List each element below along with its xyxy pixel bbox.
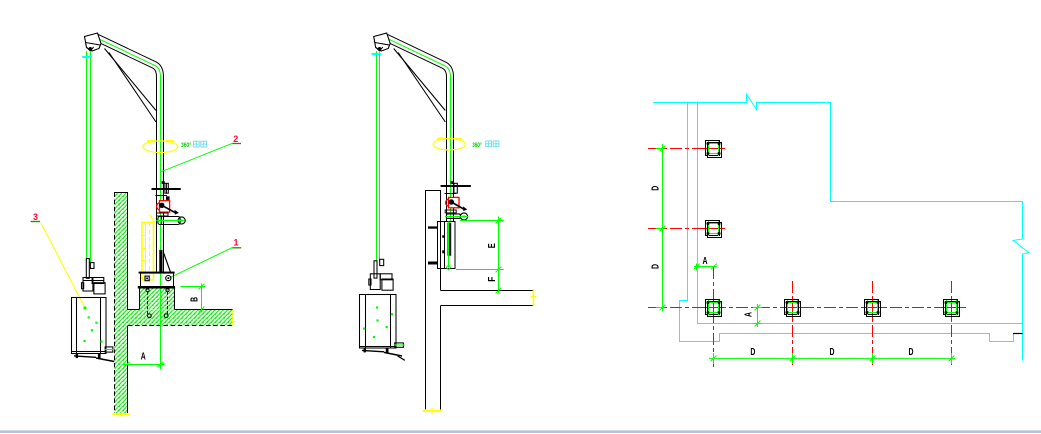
svg-text:E: E [487,243,498,248]
svg-text:3: 3 [33,212,38,222]
svg-text:360°: 360° [181,141,191,149]
svg-text:B: B [190,297,201,302]
svg-text:360°: 360° [472,141,482,149]
svg-text:D: D [651,186,662,191]
svg-text:D: D [909,347,914,358]
svg-text:A: A [743,312,754,317]
svg-text:A: A [141,351,146,362]
svg-text:D: D [651,264,662,269]
svg-text:2: 2 [233,134,238,144]
svg-text:1: 1 [233,238,238,248]
svg-text:A: A [703,256,708,267]
svg-text:D: D [750,347,755,358]
svg-text:F: F [487,277,498,282]
svg-text:D: D [830,347,835,358]
